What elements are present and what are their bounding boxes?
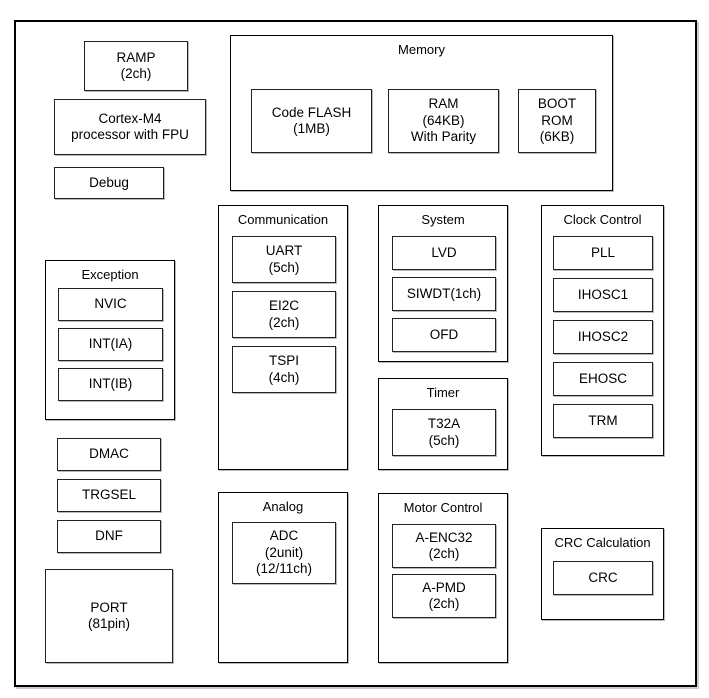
tspi-line1: TSPI xyxy=(268,353,299,369)
block-dmac: DMAC xyxy=(57,438,161,471)
block-ehosc: EHOSC xyxy=(553,362,653,396)
dmac-line1: DMAC xyxy=(89,446,129,462)
t32a-line2: (5ch) xyxy=(428,432,460,448)
block-pll: PLL xyxy=(553,236,653,270)
block-a-enc32: A-ENC32 (2ch) xyxy=(392,524,496,568)
code-flash-line2: (1MB) xyxy=(293,121,330,136)
group-communication: Communication UART (5ch) EI2C (2ch) TSPI… xyxy=(218,205,348,470)
block-trgsel: TRGSEL xyxy=(57,479,161,512)
port-line2: (81pin) xyxy=(87,616,131,631)
block-nvic: NVIC xyxy=(58,288,163,321)
code-flash-line1: Code FLASH xyxy=(271,104,352,120)
timer-title: Timer xyxy=(426,385,460,400)
ramp-line1: RAMP xyxy=(116,49,156,65)
block-adc: ADC (2unit) (12/11ch) xyxy=(232,522,336,584)
nvic-line1: NVIC xyxy=(94,296,127,312)
group-crc-calculation: CRC Calculation CRC xyxy=(541,528,664,620)
a-enc32-line2: (2ch) xyxy=(428,546,460,561)
cortex-line2: processor with FPU xyxy=(71,127,189,142)
system-title: System xyxy=(421,212,465,227)
dnf-line1: DNF xyxy=(95,528,123,544)
ehosc-line1: EHOSC xyxy=(578,370,627,386)
int-ia-line1: INT(IA) xyxy=(88,336,133,352)
motor-control-title: Motor Control xyxy=(403,500,483,515)
clock-control-title: Clock Control xyxy=(563,212,642,227)
ihosc2-line1: IHOSC2 xyxy=(577,328,629,344)
pll-line1: PLL xyxy=(590,244,616,260)
tspi-line2: (4ch) xyxy=(268,369,300,385)
block-debug: Debug xyxy=(54,167,164,199)
block-code-flash: Code FLASH (1MB) xyxy=(251,89,372,153)
block-uart: UART (5ch) xyxy=(232,236,336,283)
group-analog: Analog ADC (2unit) (12/11ch) xyxy=(218,492,348,663)
block-ram: RAM (64KB) With Parity xyxy=(388,89,499,153)
block-crc: CRC xyxy=(553,561,653,595)
ram-line1: RAM xyxy=(428,96,459,112)
ei2c-line1: EI2C xyxy=(268,298,299,314)
siwdt-line1: SIWDT(1ch) xyxy=(406,285,482,301)
ramp-line2: (2ch) xyxy=(120,66,152,81)
debug-line1: Debug xyxy=(89,174,129,190)
boot-rom-line3: (6KB) xyxy=(539,129,575,145)
memory-title: Memory xyxy=(398,42,445,57)
block-cortex-m4: Cortex-M4 processor with FPU xyxy=(54,99,206,155)
ei2c-line2: (2ch) xyxy=(268,314,300,330)
block-lvd: LVD xyxy=(392,236,496,270)
block-dnf: DNF xyxy=(57,520,161,553)
analog-title: Analog xyxy=(262,499,304,514)
int-ib-line1: INT(IB) xyxy=(88,376,133,392)
uart-line1: UART xyxy=(265,243,303,259)
boot-rom-line1: BOOT xyxy=(537,96,577,112)
block-ei2c: EI2C (2ch) xyxy=(232,291,336,338)
block-ramp: RAMP (2ch) xyxy=(84,41,188,91)
block-trm: TRM xyxy=(553,404,653,438)
block-int-ia: INT(IA) xyxy=(58,328,163,361)
exception-title: Exception xyxy=(81,267,139,282)
group-timer: Timer T32A (5ch) xyxy=(378,378,508,470)
block-port: PORT (81pin) xyxy=(45,569,173,663)
group-motor-control: Motor Control A-ENC32 (2ch) A-PMD (2ch) xyxy=(378,493,508,663)
crc-title: CRC Calculation xyxy=(554,535,651,550)
crc-line1: CRC xyxy=(588,569,618,585)
boot-rom-line2: ROM xyxy=(541,112,573,128)
ram-line2: (64KB) xyxy=(422,112,465,128)
block-tspi: TSPI (4ch) xyxy=(232,346,336,393)
a-pmd-line2: (2ch) xyxy=(428,596,460,611)
trgsel-line1: TRGSEL xyxy=(81,487,136,503)
a-pmd-line1: A-PMD xyxy=(422,579,466,595)
uart-line2: (5ch) xyxy=(268,259,300,275)
adc-line1: ADC xyxy=(269,528,299,544)
block-ihosc2: IHOSC2 xyxy=(553,320,653,354)
block-a-pmd: A-PMD (2ch) xyxy=(392,574,496,618)
adc-line3: (12/11ch) xyxy=(255,561,313,577)
ihosc1-line1: IHOSC1 xyxy=(577,286,629,302)
adc-line2: (2unit) xyxy=(264,544,304,560)
a-enc32-line1: A-ENC32 xyxy=(415,529,473,545)
cortex-line1: Cortex-M4 xyxy=(98,110,162,126)
group-memory: Memory Code FLASH (1MB) RAM (64KB) With … xyxy=(230,35,613,191)
block-siwdt: SIWDT(1ch) xyxy=(392,277,496,311)
trm-line1: TRM xyxy=(588,412,618,428)
group-system: System LVD SIWDT(1ch) OFD xyxy=(378,205,508,362)
block-ihosc1: IHOSC1 xyxy=(553,278,653,312)
block-boot-rom: BOOT ROM (6KB) xyxy=(518,89,596,153)
block-t32a: T32A (5ch) xyxy=(392,409,496,456)
block-int-ib: INT(IB) xyxy=(58,368,163,401)
communication-title: Communication xyxy=(237,212,329,227)
block-ofd: OFD xyxy=(392,318,496,352)
ofd-line1: OFD xyxy=(429,326,459,342)
group-clock-control: Clock Control PLL IHOSC1 IHOSC2 EHOSC TR… xyxy=(541,205,664,456)
ram-line3: With Parity xyxy=(410,129,477,145)
group-exception: Exception NVIC INT(IA) INT(IB) xyxy=(45,260,175,420)
port-line1: PORT xyxy=(90,599,128,615)
lvd-line1: LVD xyxy=(431,244,457,260)
t32a-line1: T32A xyxy=(427,416,461,432)
